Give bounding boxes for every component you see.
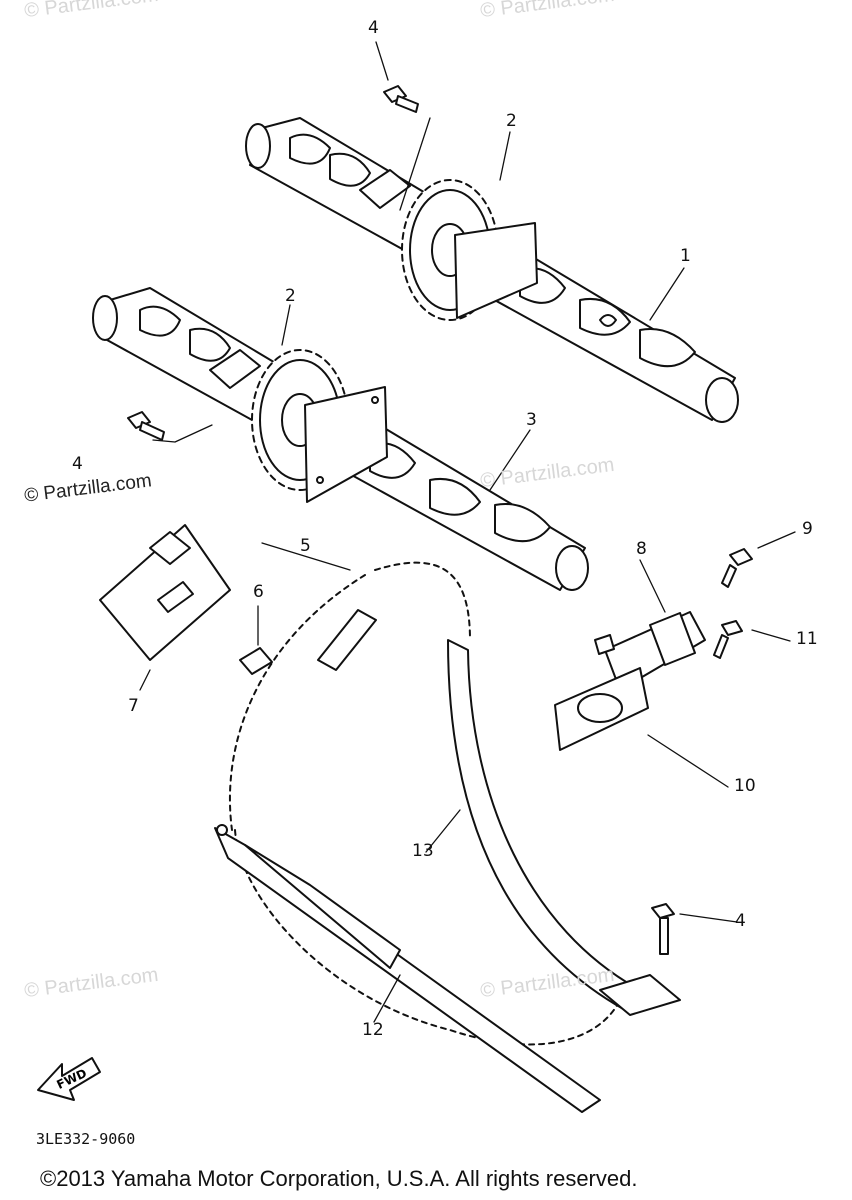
bolt-middle xyxy=(127,411,165,441)
chain-guide-rear xyxy=(214,824,601,1113)
callout-5: 5 xyxy=(300,536,311,556)
callout-8: 8 xyxy=(636,539,647,559)
cam-sprocket-lower xyxy=(251,349,388,503)
tensioner-bolt-9 xyxy=(721,548,753,588)
callout-3: 3 xyxy=(526,410,537,430)
copyright-notice: ©2013 Yamaha Motor Corporation, U.S.A. A… xyxy=(40,1166,638,1191)
chain-guide-top xyxy=(99,524,231,661)
cam-sprocket-upper xyxy=(401,179,538,321)
leader-lines xyxy=(139,41,796,1023)
callout-7: 7 xyxy=(128,696,139,716)
callout-9: 9 xyxy=(802,519,813,539)
tensioner-bolt-11 xyxy=(713,620,743,659)
callout-12: 12 xyxy=(362,1020,384,1040)
chain-joint xyxy=(239,609,377,675)
bolt-lower xyxy=(651,903,675,955)
callout-13: 13 xyxy=(412,841,434,861)
diagram-code: 3LE332-9060 xyxy=(36,1130,136,1148)
callout-4-middle: 4 xyxy=(72,454,83,474)
cam-chain xyxy=(228,561,621,1046)
tensioner-gasket xyxy=(554,667,649,751)
callout-1: 1 xyxy=(680,246,691,266)
callout-4-upper: 4 xyxy=(368,18,379,38)
bolt-upper xyxy=(383,85,419,113)
callout-6: 6 xyxy=(253,582,264,602)
callout-11: 11 xyxy=(796,629,818,649)
fwd-arrow xyxy=(37,1057,101,1101)
callout-10: 10 xyxy=(734,776,756,796)
callout-4-lower: 4 xyxy=(735,911,746,931)
callout-2-upper: 2 xyxy=(506,111,517,131)
chain-guide-front xyxy=(447,639,681,1016)
callout-2-lower: 2 xyxy=(285,286,296,306)
